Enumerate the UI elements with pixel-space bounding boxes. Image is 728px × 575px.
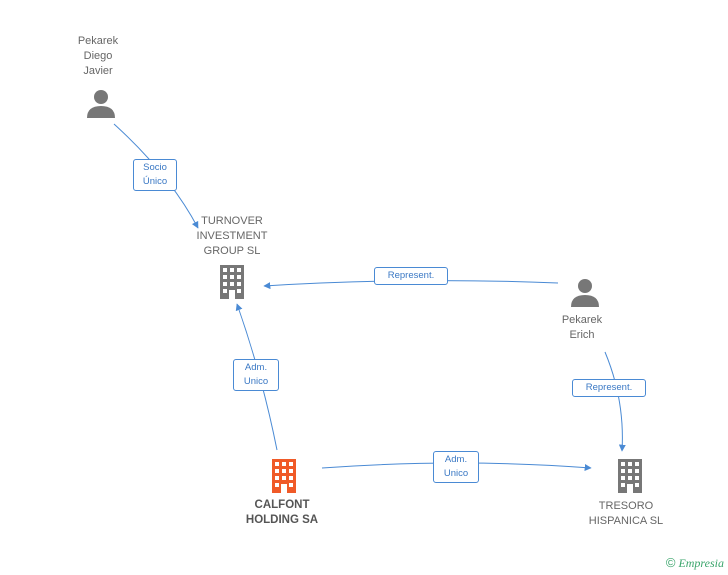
- brand-name: Empresia: [678, 556, 724, 570]
- edge-label-represent-turnover: Represent.: [374, 267, 448, 285]
- edge-label-represent-tresoro: Represent.: [572, 379, 646, 397]
- building-icon[interactable]: [218, 265, 246, 299]
- person-icon[interactable]: [570, 277, 600, 307]
- brand-logo[interactable]: © Empresia: [666, 555, 724, 571]
- edge-label-adm-unico-tresoro: Adm. Unico: [433, 451, 479, 483]
- node-label-pekarek-diego[interactable]: Pekarek Diego Javier: [77, 35, 119, 77]
- person-icon[interactable]: [86, 88, 116, 118]
- edge-label-adm-unico-turnover: Adm. Unico: [233, 359, 279, 391]
- node-label-pekarek-erich[interactable]: Pekarek Erich: [561, 314, 603, 341]
- building-icon[interactable]: [270, 459, 298, 493]
- building-icon[interactable]: [616, 459, 644, 493]
- node-label-calfont[interactable]: CALFONT HOLDING SA: [245, 499, 319, 526]
- copyright-symbol: ©: [665, 555, 676, 570]
- node-label-tresoro[interactable]: TRESORO HISPANICA SL: [588, 500, 664, 527]
- node-label-turnover[interactable]: TURNOVER INVESTMENT GROUP SL: [196, 215, 268, 257]
- edge-erich-tresoro: [604, 351, 626, 452]
- edge-label-socio-unico: Socio Único: [133, 159, 177, 191]
